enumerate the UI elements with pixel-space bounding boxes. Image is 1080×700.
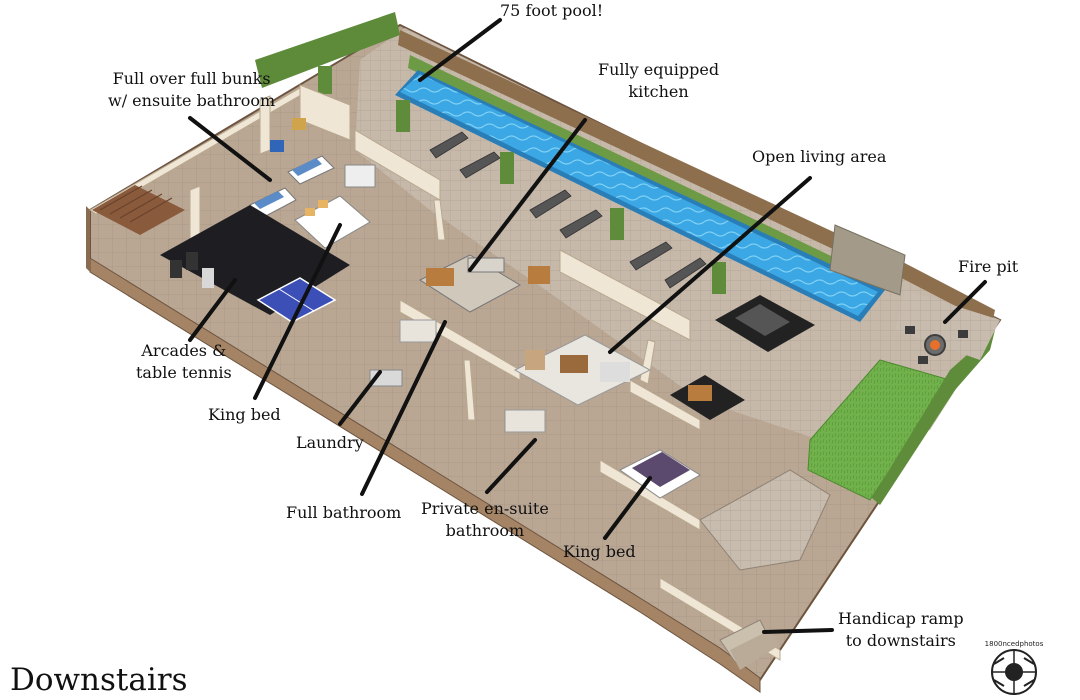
- sofa-bunk-room: [344, 164, 376, 188]
- callout-line-kitchen: [468, 118, 587, 272]
- label-full-bathroom: Full bathroom: [286, 503, 402, 522]
- callout-line-kingbed-right: [603, 476, 652, 540]
- fire-pit-area: [895, 290, 1000, 364]
- callout-lines: [188, 18, 987, 634]
- callout-line-firepit: [943, 280, 987, 324]
- label-kingbed-left: King bed: [208, 405, 281, 424]
- swimming-pool: [395, 70, 885, 322]
- bunk-beds: [249, 118, 335, 219]
- outdoor-dining: [715, 295, 815, 352]
- label-pool: 75 foot pool!: [500, 1, 604, 20]
- king-bed-left: [294, 195, 371, 249]
- label-living: Open living area: [752, 147, 887, 166]
- callout-line-pool: [418, 18, 502, 82]
- interior-walls: [89, 84, 781, 661]
- label-firepit: Fire pit: [958, 257, 1019, 276]
- handicap-ramp: [719, 619, 780, 670]
- label-kitchen: Fully equipped kitchen: [598, 60, 720, 101]
- label-laundry: Laundry: [296, 433, 364, 452]
- callout-line-full-bathroom: [360, 320, 447, 496]
- king-bed-right: [619, 449, 701, 499]
- stone-wall: [829, 224, 906, 296]
- lawn: [807, 359, 951, 501]
- label-ensuite: Private en-suite bathroom: [421, 499, 549, 540]
- label-kingbed-right: King bed: [563, 542, 636, 561]
- callout-line-ensuite: [485, 438, 537, 494]
- side-hedge: [872, 330, 995, 505]
- lounge-chairs: [429, 131, 707, 289]
- game-room: [160, 205, 350, 323]
- callout-line-arcades: [188, 278, 237, 342]
- den: [670, 375, 745, 420]
- living-area: [513, 334, 652, 406]
- staircase: [92, 185, 185, 235]
- callout-line-laundry: [338, 370, 382, 426]
- potted-trees: [318, 66, 726, 294]
- label-arcades: Arcades & table tennis: [136, 341, 232, 382]
- callout-line-kingbed-left: [253, 223, 342, 400]
- label-bunks: Full over full bunks w/ ensuite bathroom: [108, 69, 276, 110]
- watermark-logo-icon: 1800ncedphotos: [985, 640, 1044, 695]
- callout-line-ramp: [762, 628, 834, 634]
- en-suite-fixtures: [504, 409, 546, 433]
- entry-patio: [699, 469, 831, 571]
- page-title: Downstairs: [10, 662, 188, 698]
- label-ramp: Handicap ramp to downstairs: [838, 609, 964, 650]
- callout-line-bunks: [188, 116, 272, 182]
- svg-text:1800ncedphotos: 1800ncedphotos: [985, 640, 1044, 648]
- full-bath-fixtures: [399, 319, 437, 343]
- callout-line-living: [608, 176, 812, 354]
